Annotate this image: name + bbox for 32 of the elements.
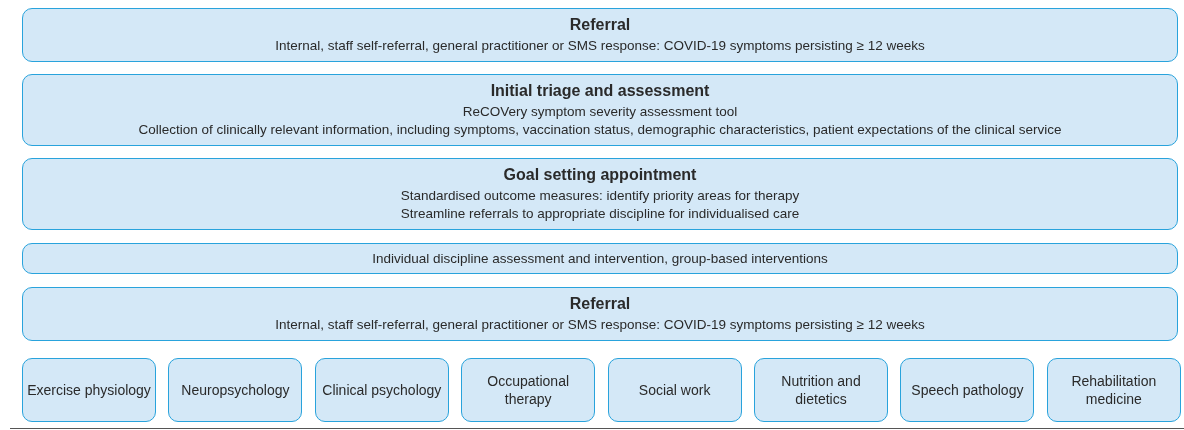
stage-description: Internal, staff self-referral, general practitioner or SMS response: COVID-19 symptoms persisting ≥ 12 weeks [275, 316, 925, 334]
stage-heading: Referral [569, 15, 631, 35]
discipline-label: Exercise physiology [27, 381, 151, 399]
discipline-label: Neuropsychology [181, 381, 290, 399]
discipline-label: Nutrition and dietetics [780, 372, 862, 408]
stage-band [22, 158, 1178, 230]
discipline-box [22, 358, 156, 422]
discipline-box [607, 358, 742, 422]
stage-description: Streamline referrals to appropriate discipline for individualised care [400, 205, 800, 223]
discipline-label: Rehabilitation medicine [1070, 372, 1158, 408]
stage-band [22, 287, 1178, 341]
stage-heading: Referral [569, 294, 631, 314]
discipline-label: Clinical psychology [322, 381, 442, 399]
discipline-label: Occupational therapy [486, 372, 571, 408]
stage-band [22, 8, 1178, 62]
stage-heading: Initial triage and assessment [490, 81, 710, 101]
stage-description: Standardised outcome measures: identify priority areas for therapy [400, 187, 800, 205]
stage-description: Individual discipline assessment and intervention, group-based interventions [372, 249, 828, 268]
stage-description: Internal, staff self-referral, general practitioner or SMS response: COVID-19 symptoms persisting ≥ 12 weeks [275, 37, 925, 55]
stage-band [22, 243, 1178, 274]
stage-band [22, 74, 1178, 146]
stage-heading: Goal setting appointment [503, 165, 697, 185]
stage-description: Collection of clinically relevant information, including symptoms, vaccination status, demographic characteristics, patient expectations of the clinical service [138, 121, 1062, 139]
discipline-box [168, 358, 303, 422]
discipline-label: Speech pathology [911, 381, 1024, 399]
discipline-box [1046, 358, 1181, 422]
discipline-box [900, 358, 1035, 422]
stage-description: ReCOVery symptom severity assessment tool [462, 103, 738, 121]
discipline-box [314, 358, 449, 422]
discipline-label: Social work [638, 381, 711, 399]
discipline-box [754, 358, 888, 422]
discipline-box [461, 358, 596, 422]
